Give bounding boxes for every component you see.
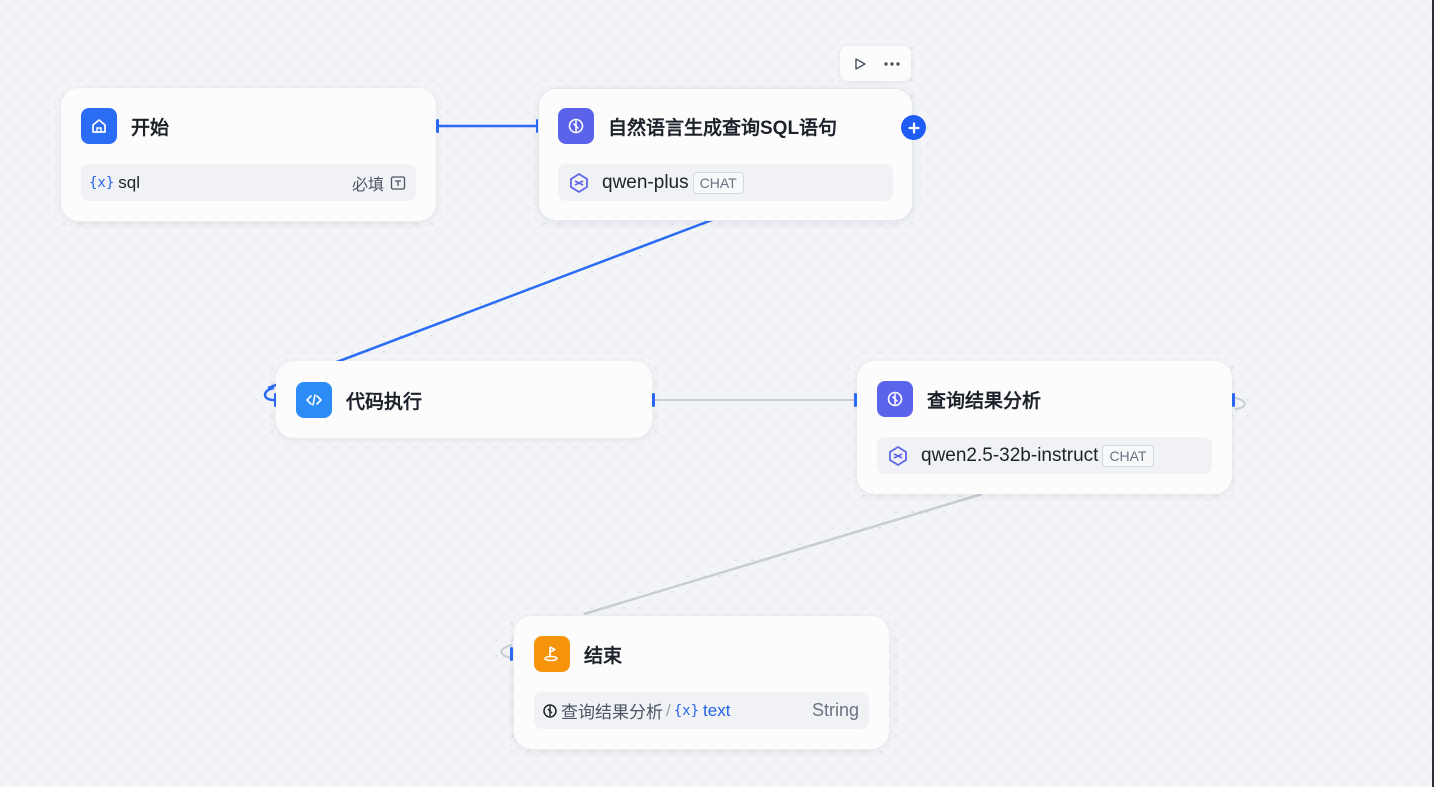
variable-icon: {x} bbox=[89, 174, 115, 191]
model-provider-icon bbox=[887, 445, 909, 467]
add-node-button[interactable] bbox=[901, 115, 926, 140]
start-variable-row[interactable]: {x} sql 必填 bbox=[81, 164, 416, 201]
input-type-icon bbox=[390, 175, 406, 191]
more-icon[interactable] bbox=[881, 53, 903, 75]
output-source: 查询结果分析 bbox=[561, 703, 663, 722]
handle-analysis-out-arc bbox=[1234, 397, 1246, 410]
required-label: 必填 bbox=[351, 176, 384, 194]
model-tag: CHAT bbox=[1102, 444, 1154, 467]
llm-icon bbox=[877, 381, 913, 417]
node-toolbar bbox=[840, 46, 911, 81]
path-separator: / bbox=[666, 700, 671, 720]
variable-icon: {x} bbox=[673, 702, 700, 719]
node-title: 查询结果分析 bbox=[927, 390, 1042, 412]
handle-end-in bbox=[510, 647, 513, 661]
code-icon bbox=[296, 382, 332, 418]
model-row[interactable]: qwen2.5-32b-instruct CHAT bbox=[877, 437, 1212, 474]
model-provider-icon bbox=[568, 172, 590, 194]
handle-code-in-arc bbox=[263, 386, 275, 402]
model-name: qwen2.5-32b-instruct bbox=[921, 444, 1099, 466]
model-name: qwen-plus bbox=[602, 171, 689, 193]
node-code[interactable]: 代码执行 bbox=[276, 361, 652, 438]
edge-analysis-to-end bbox=[583, 492, 983, 616]
node-start[interactable]: 开始 {x} sql 必填 bbox=[61, 88, 436, 221]
handle-start-out bbox=[436, 119, 439, 133]
end-output-row[interactable]: 查询结果分析 / {x} text String bbox=[534, 692, 869, 729]
flag-icon bbox=[534, 636, 570, 672]
home-icon bbox=[81, 108, 117, 144]
canvas-right-border bbox=[1432, 0, 1434, 787]
variable-name: sql bbox=[118, 172, 141, 192]
handle-code-out bbox=[652, 393, 655, 407]
model-row[interactable]: qwen-plus CHAT bbox=[558, 164, 893, 201]
llm-icon bbox=[542, 703, 558, 719]
node-llm-sql[interactable]: 自然语言生成查询SQL语句 qwen-plus CHAT bbox=[538, 88, 913, 221]
output-type: String bbox=[811, 700, 859, 720]
node-end[interactable]: 结束 查询结果分析 / {x} text String bbox=[514, 616, 889, 749]
output-variable-name: text bbox=[703, 700, 731, 720]
node-title: 代码执行 bbox=[346, 391, 423, 413]
node-title: 开始 bbox=[131, 117, 170, 139]
handle-end-in-arc bbox=[500, 644, 513, 659]
handle-analysis-in bbox=[854, 393, 857, 407]
node-analysis[interactable]: 查询结果分析 qwen2.5-32b-instruct CHAT bbox=[857, 361, 1232, 494]
node-title: 结束 bbox=[584, 645, 623, 667]
play-icon[interactable] bbox=[849, 53, 871, 75]
handle-analysis-out bbox=[1232, 393, 1235, 407]
llm-icon bbox=[558, 108, 594, 144]
model-tag: CHAT bbox=[692, 171, 744, 194]
node-title: 自然语言生成查询SQL语句 bbox=[608, 117, 838, 139]
edge-llm-to-code bbox=[267, 218, 713, 390]
